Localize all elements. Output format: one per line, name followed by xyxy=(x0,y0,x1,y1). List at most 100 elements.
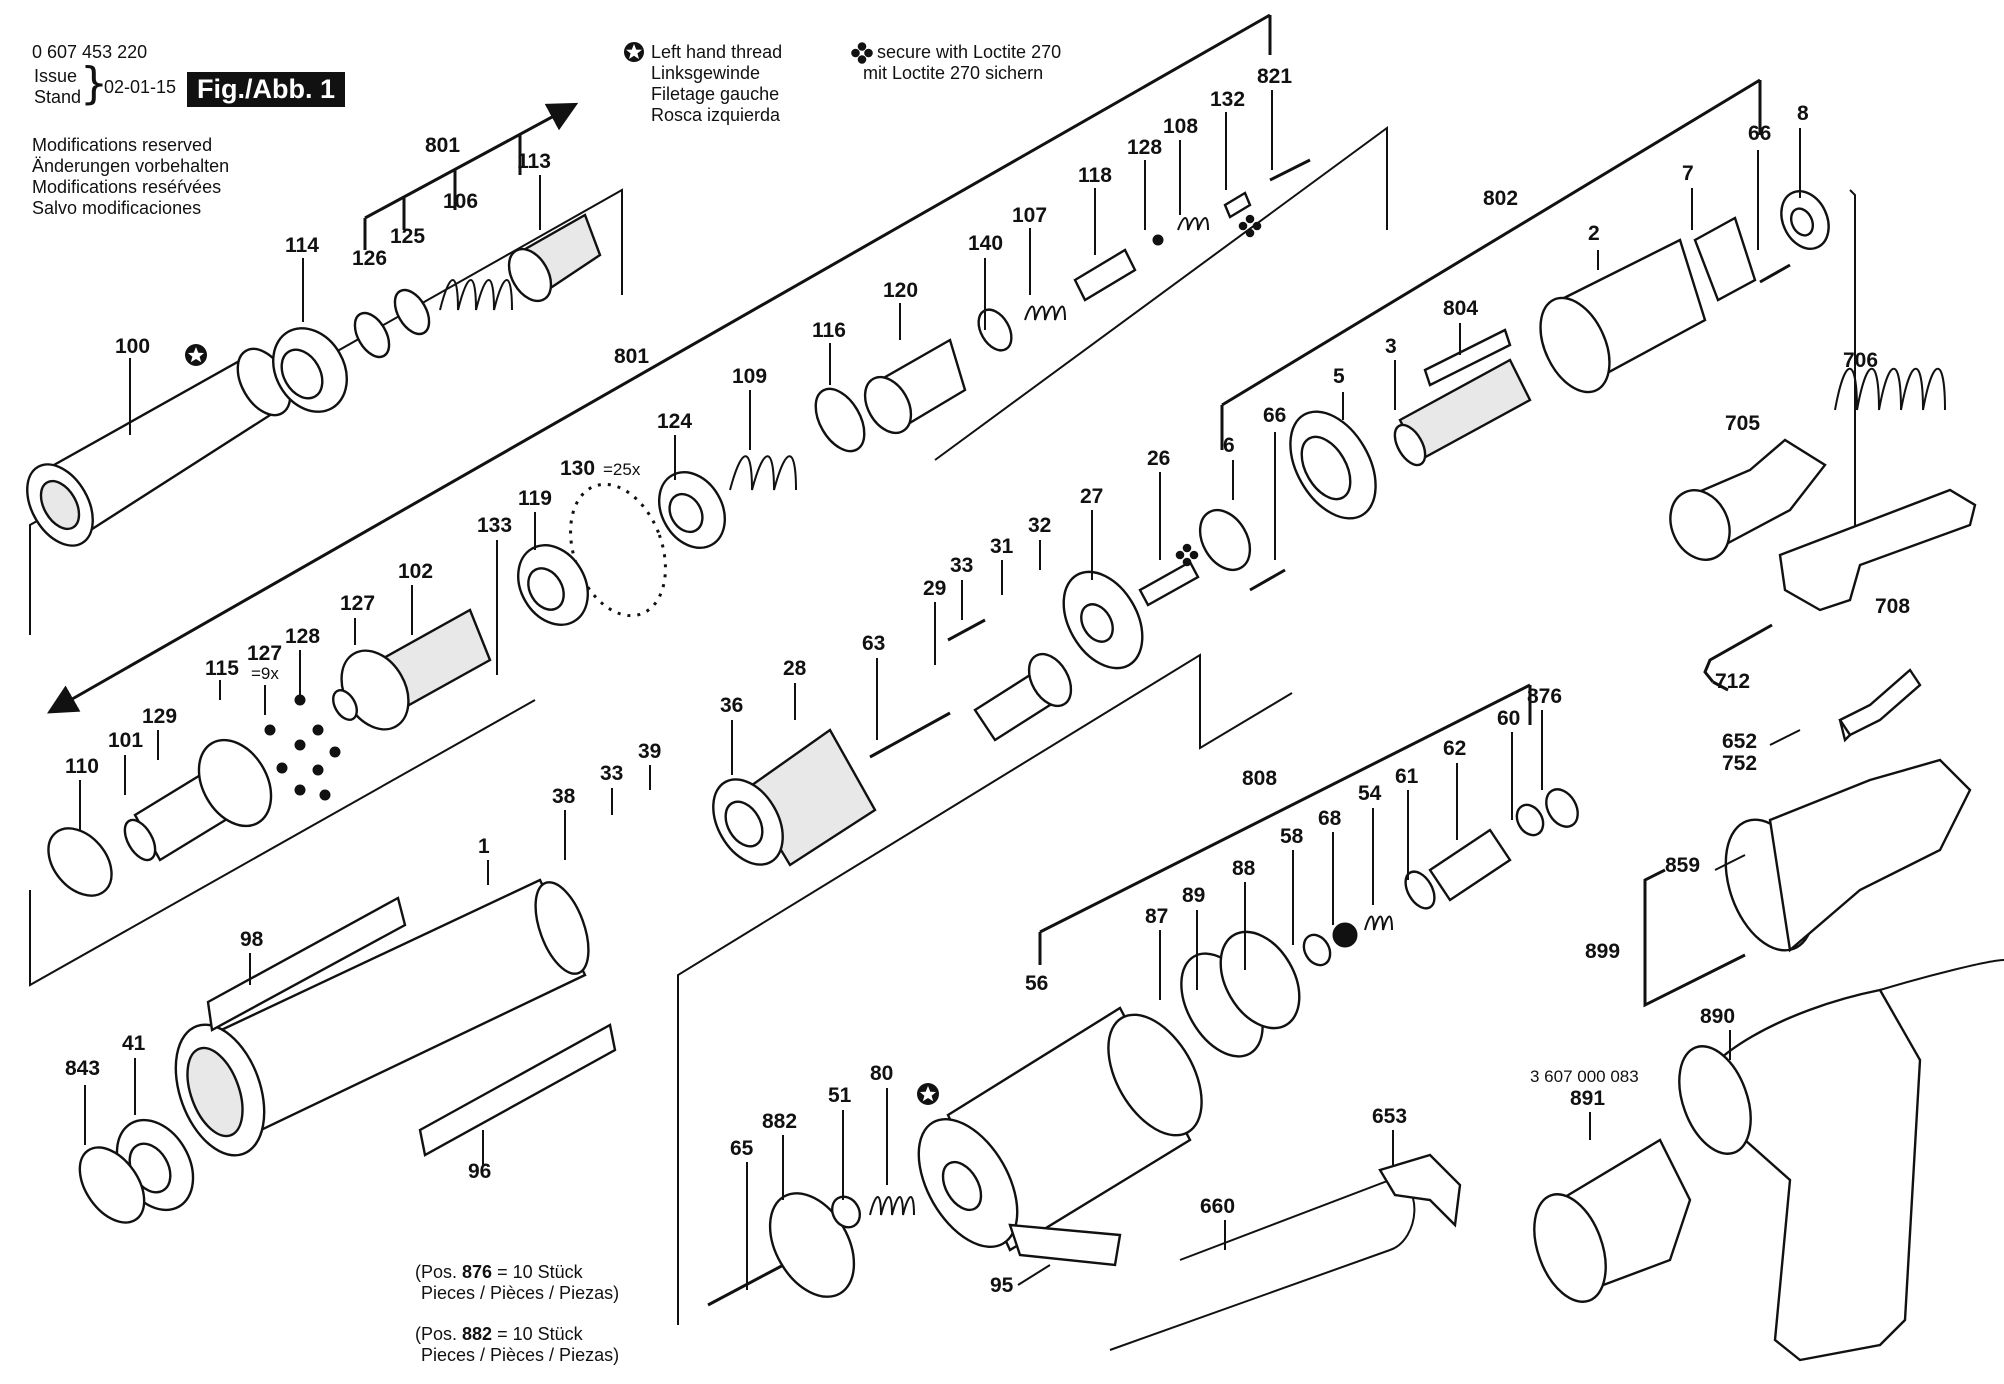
callout: 66 xyxy=(1263,404,1286,427)
modifications-line: Änderungen vorbehalten xyxy=(32,156,230,176)
callout: 126 xyxy=(352,247,387,270)
callout: 124 xyxy=(657,410,692,433)
note-882: (Pos. 882 = 10 Stück Pieces / Pièces / P… xyxy=(415,1324,620,1365)
modifications-line: Modifications reséŕvées xyxy=(32,177,222,197)
bottom-parts-65-882-51-80 xyxy=(707,1192,915,1307)
callout: 801 xyxy=(614,345,649,368)
callout: 33 xyxy=(950,554,973,577)
callout: 108 xyxy=(1163,115,1198,138)
legend-line: mit Loctite 270 sichern xyxy=(863,63,1044,83)
callout: 882 xyxy=(762,1110,797,1133)
callout: 706 xyxy=(1843,349,1878,372)
callout: 26 xyxy=(1147,447,1170,470)
callout: 41 xyxy=(122,1032,146,1055)
gear-assembly xyxy=(712,508,1286,867)
issue-brace: } xyxy=(80,58,108,109)
callout: 140 xyxy=(968,232,1003,255)
callout: 31 xyxy=(990,535,1014,558)
balls-128 xyxy=(264,694,341,801)
callout: 63 xyxy=(862,632,885,655)
callout: 62 xyxy=(1443,737,1466,760)
callout: 113 xyxy=(517,150,551,173)
callout: 60 xyxy=(1497,707,1520,730)
callout: 808 xyxy=(1242,767,1277,790)
modifications-line: Modifications reserved xyxy=(32,135,213,155)
ring-114 xyxy=(272,327,348,413)
ring-119 xyxy=(517,544,589,626)
spindle-101 xyxy=(123,738,273,862)
callout: 859 xyxy=(1665,854,1700,877)
callout: 120 xyxy=(883,279,918,302)
callout: 95 xyxy=(990,1274,1014,1297)
callout: 106 xyxy=(443,190,478,213)
callout: 65 xyxy=(730,1137,754,1160)
callout: 6 xyxy=(1223,434,1235,457)
callout: 804 xyxy=(1443,297,1478,320)
callout: 109 xyxy=(732,365,767,388)
callout-labels: 100 114 126 125 106 801 113 821 132 108 … xyxy=(65,65,1910,1297)
callout: 3 607 000 083 xyxy=(1530,1067,1639,1086)
callout: 38 xyxy=(552,785,576,808)
note-876: (Pos. 876 = 10 Stück Pieces / Pièces / P… xyxy=(415,1262,620,1303)
loctite-icon xyxy=(1175,214,1262,567)
callout: 29 xyxy=(923,577,946,600)
legend-line: Filetage gauche xyxy=(651,84,780,104)
callout: 107 xyxy=(1012,204,1047,227)
callout: 7 xyxy=(1682,162,1694,185)
callout: 1 xyxy=(478,835,490,858)
callout: 891 xyxy=(1570,1087,1605,1110)
callout: 712 xyxy=(1715,670,1750,693)
callout: 32 xyxy=(1028,514,1051,537)
callout: 116 xyxy=(812,319,846,342)
callout: 5 xyxy=(1333,365,1345,388)
issue-date: 02-01-15 xyxy=(104,77,177,97)
callout: 115 xyxy=(205,657,239,680)
bottom-parts-653-660-95 xyxy=(1008,1153,1462,1351)
sleeve-113 xyxy=(507,213,602,303)
callout: 132 xyxy=(1210,88,1245,111)
callout-qty: =25x xyxy=(603,460,641,479)
callout: 100 xyxy=(115,335,150,358)
bracket-801-long xyxy=(46,13,1272,714)
callout: 96 xyxy=(468,1160,491,1183)
part-number: 0 607 453 220 xyxy=(32,42,148,62)
clutch-parts-109-124-116-120 xyxy=(658,158,1311,549)
stand-label: Stand xyxy=(34,87,82,107)
callout: 101 xyxy=(108,729,143,752)
bracket-808 xyxy=(1038,683,1532,965)
ball-ring-130 xyxy=(569,482,667,618)
callout: 127 xyxy=(340,592,375,615)
rings-126-125 xyxy=(353,288,431,359)
callout: 899 xyxy=(1585,940,1620,963)
tool-body-890-891-859 xyxy=(1533,758,2004,1362)
callout: 87 xyxy=(1145,905,1168,928)
callout: 88 xyxy=(1232,857,1256,880)
figure-label: Fig./Abb. 1 xyxy=(187,72,345,107)
callout: 802 xyxy=(1483,187,1518,210)
callout: 8 xyxy=(1797,102,1809,125)
clutch-102-group xyxy=(332,608,492,731)
callout: 66 xyxy=(1748,122,1771,145)
callout: 801 xyxy=(425,134,460,157)
callout: 98 xyxy=(240,928,264,951)
callout: 125 xyxy=(390,225,425,248)
callout: 51 xyxy=(828,1084,852,1107)
callout: 127 xyxy=(247,642,282,665)
callout: 708 xyxy=(1875,595,1910,618)
callout: 128 xyxy=(1127,136,1162,159)
callout: 133 xyxy=(477,514,512,537)
callout: 119 xyxy=(518,487,552,510)
callout: 752 xyxy=(1722,752,1757,775)
leader-lines xyxy=(79,90,1801,1290)
modifications-line: Salvo modificaciones xyxy=(32,198,202,218)
callout: 2 xyxy=(1588,222,1600,245)
callout: 27 xyxy=(1080,485,1103,508)
rings-41-843 xyxy=(78,1118,195,1224)
callout: 876 xyxy=(1527,685,1562,708)
callout: 102 xyxy=(398,560,433,583)
callout: 28 xyxy=(783,657,807,680)
callout: 39 xyxy=(638,740,661,763)
callout: 129 xyxy=(142,705,177,728)
callout: 114 xyxy=(285,234,319,257)
housing-1 xyxy=(174,878,590,1157)
